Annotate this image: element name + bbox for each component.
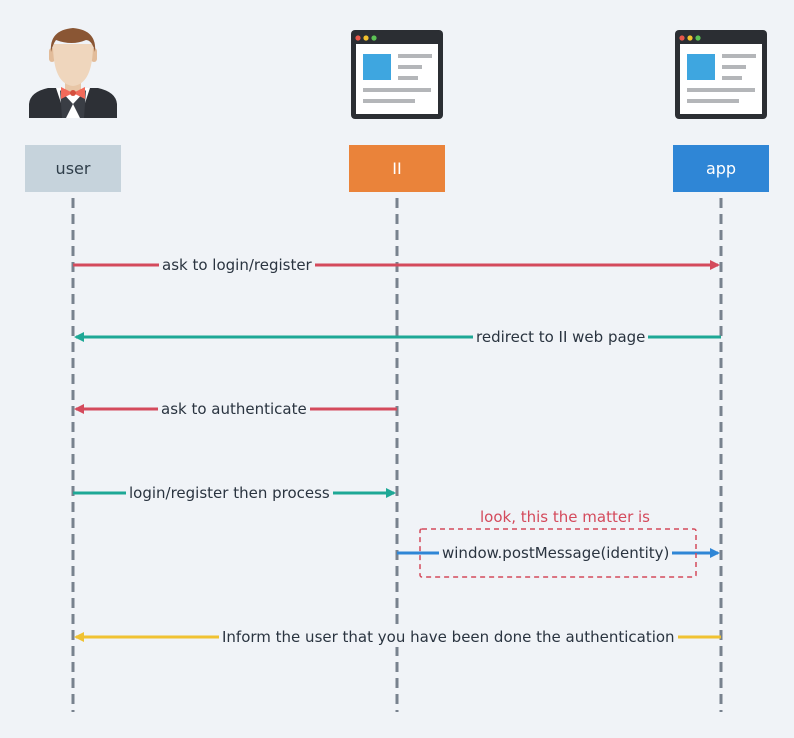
participant-ii: II — [349, 145, 445, 192]
message-label: ask to login/register — [159, 255, 315, 275]
participant-user: user — [25, 145, 121, 192]
message-label: login/register then process — [126, 483, 333, 503]
message-label: window.postMessage(identity) — [439, 543, 673, 563]
browser-window-icon — [675, 30, 767, 119]
message-label: Inform the user that you have been done … — [219, 627, 678, 647]
message-label: ask to authenticate — [158, 399, 310, 419]
participant-app: app — [673, 145, 769, 192]
note-label: look, this the matter is — [480, 508, 650, 526]
browser-window-icon — [351, 30, 443, 119]
note-highlight-box — [419, 528, 697, 578]
person-in-tuxedo-icon — [29, 28, 117, 118]
message-label: redirect to II web page — [473, 327, 649, 347]
